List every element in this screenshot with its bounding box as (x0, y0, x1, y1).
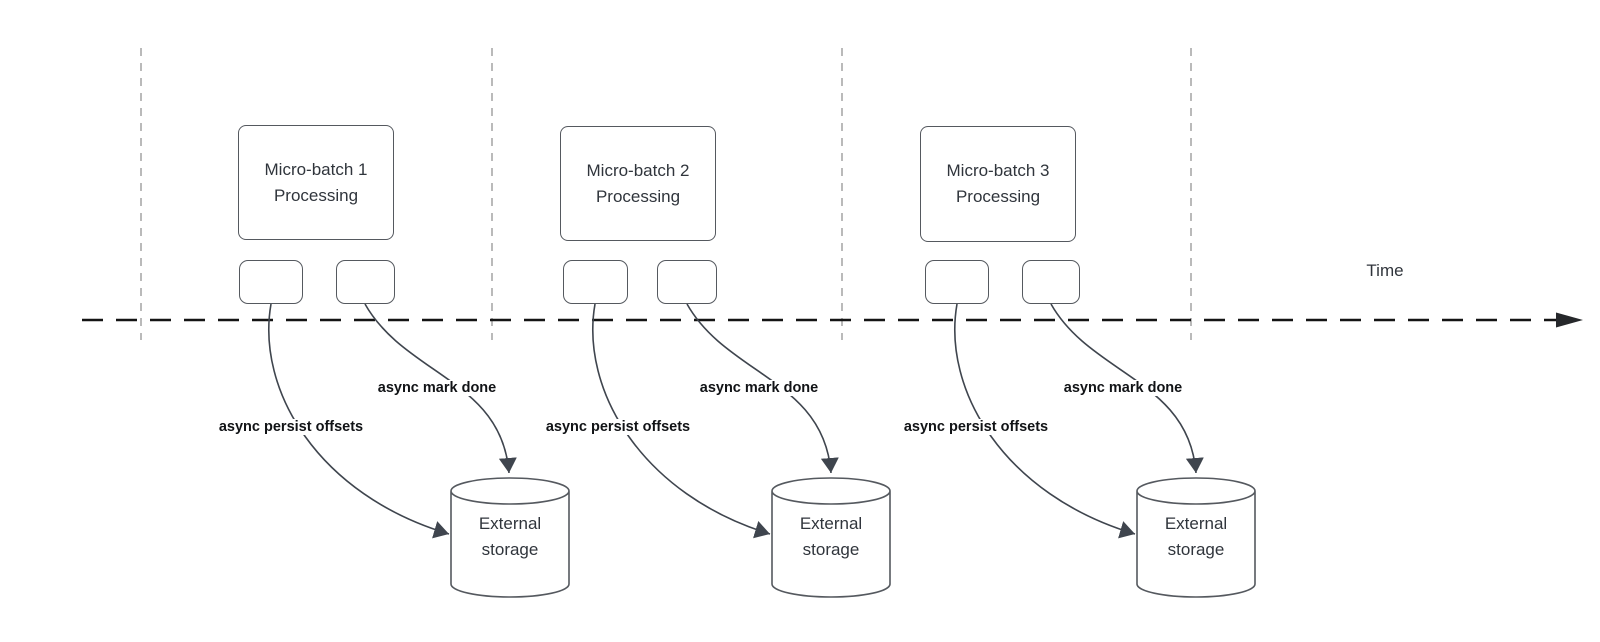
time-axis-arrowhead-icon (1556, 312, 1583, 328)
time-axis-label: Time (1366, 261, 1404, 280)
batch-1-persist-offsets-label: async persist offsets (215, 419, 367, 435)
micro-batch-3-title: Micro-batch 3 Processing (946, 161, 1050, 206)
batch-1-offset-task-box (239, 260, 303, 304)
micro-batch-1-title: Micro-batch 1 Processing (264, 159, 368, 205)
batch-1-done-task-box (336, 260, 395, 304)
batch-2-mark-done-label: async mark done (696, 380, 822, 396)
micro-batch-2-title: Micro-batch 2 Processing (586, 160, 690, 206)
batch-1-persist-arrow (268, 303, 450, 539)
batch-3-offset-task-box (925, 260, 989, 304)
batch-2-done-task-box (657, 260, 717, 304)
micro-batch-1-box: Micro-batch 1 Processing (238, 125, 394, 240)
batch-1-mark-done-label: async mark done (374, 380, 500, 396)
batch-3-done-task-box (1022, 260, 1080, 304)
batch-2-persist-arrow (592, 303, 771, 539)
batch-1-storage-cylinder (450, 477, 570, 598)
batch-2-storage-cylinder (771, 477, 891, 598)
micro-batch-2-box: Micro-batch 2 Processing (560, 126, 716, 241)
batch-3-persist-offsets-label: async persist offsets (900, 419, 1052, 435)
micro-batch-3-box: Micro-batch 3 Processing (920, 126, 1076, 242)
batch-2-persist-offsets-label: async persist offsets (542, 419, 694, 435)
batch-3-persist-arrow (954, 303, 1136, 539)
batch-3-mark-done-label: async mark done (1060, 380, 1186, 396)
batch-2-offset-task-box (563, 260, 628, 304)
batch-3-storage-cylinder (1136, 477, 1256, 598)
